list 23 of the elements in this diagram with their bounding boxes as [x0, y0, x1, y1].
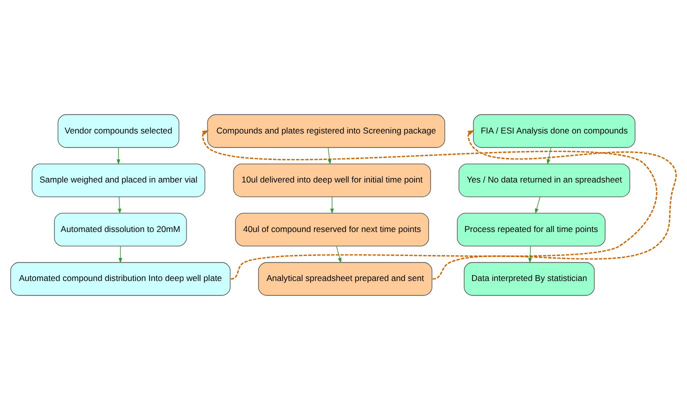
node-box: Automated compound distribution Into deep well plate: [10, 262, 231, 296]
node-box: Sample weighed and placed in amber vial: [32, 163, 206, 197]
node-box: Yes / No data returned in an spreadsheet: [458, 163, 630, 197]
arrow: [546, 146, 552, 164]
node-box: Analytical spreadsheet prepared and sent: [258, 262, 432, 296]
node-box: 40ul of compound reserved for next time points: [235, 212, 430, 246]
arrow: [116, 146, 120, 164]
arrow: [330, 196, 334, 214]
node-box: Process repeated for all time points: [456, 212, 606, 246]
node-box: Vendor compounds selected: [58, 114, 180, 148]
node-box: FIA / ESI Analysis done on compounds: [473, 114, 636, 148]
node-box: 10ul delivered into deep well for initial time point: [233, 163, 431, 197]
arrow: [534, 196, 540, 214]
arrow: [336, 245, 342, 263]
arrow: [432, 130, 677, 280]
node-box: Data interpreted By statistician: [464, 262, 595, 296]
node-box: Automated dissolution to 20mM: [54, 212, 187, 246]
arrow: [328, 146, 332, 164]
arrow: [118, 245, 122, 263]
node-box: Compounds and plates registered into Screening package: [207, 114, 446, 148]
arrow: [118, 196, 122, 214]
arrow: [528, 245, 532, 263]
arrow: [202, 130, 657, 279]
